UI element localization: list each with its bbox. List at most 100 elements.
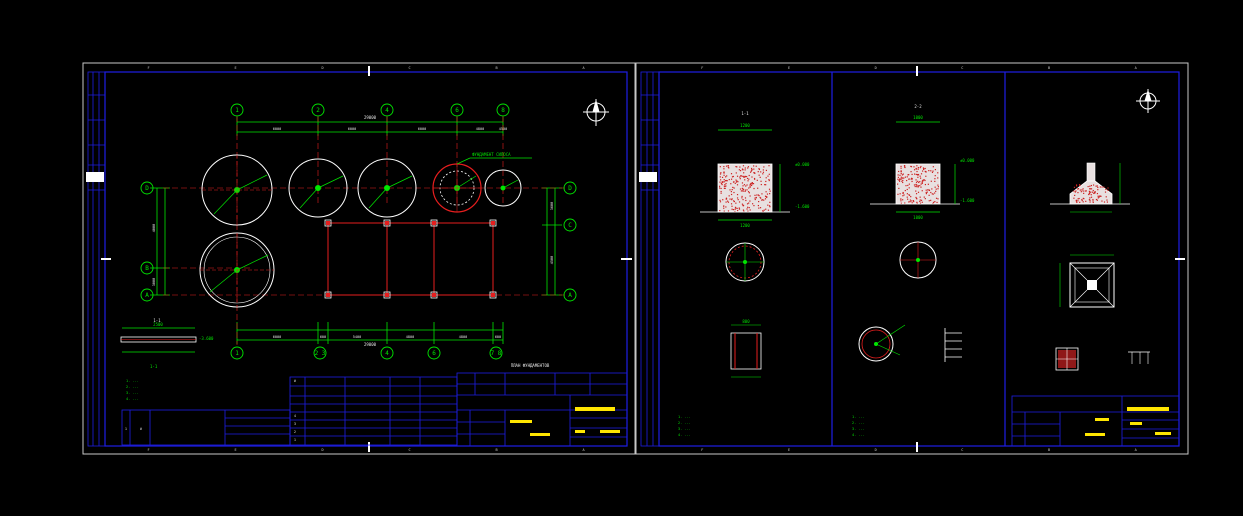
dim-label: 6000: [348, 127, 356, 131]
plan-dimension-bottom-total: 29000: [364, 342, 377, 347]
axis-bottom-circle: [313, 346, 327, 360]
dim-label: 3600: [550, 202, 554, 210]
panel-b-dim-top: 1000: [913, 115, 923, 120]
dim-label: 5400: [353, 335, 361, 339]
note-line: 1. ...: [852, 415, 865, 419]
border-letter: B: [495, 448, 497, 452]
dim-label: 6000: [418, 127, 426, 131]
silo-foundation-1: [201, 154, 273, 226]
note-line: 2. ...: [852, 421, 865, 425]
axis-left-label: A: [145, 292, 149, 299]
svg-text:1: 1: [125, 427, 127, 431]
border-letter: D: [321, 448, 323, 452]
specification-table-text: 1 # # 4 3 2 1: [125, 379, 296, 442]
note-line: 4. ...: [678, 433, 691, 437]
dim-label: 4000: [152, 224, 156, 232]
note-line: 1. ...: [678, 415, 691, 419]
axis-bottom-label: 2 3: [315, 350, 326, 357]
axis-right-circle: [563, 218, 577, 232]
axis-top-circle: [450, 103, 464, 117]
panel-b-elev-top: ±0.000: [960, 158, 975, 163]
axis-top-label: 8: [501, 107, 505, 114]
axis-bottom-circle: [230, 346, 244, 360]
sheet-2-title-block: [1011, 395, 1180, 447]
note-line: 1. ...: [126, 379, 139, 383]
section-1-1-label: 1-1: [153, 318, 161, 323]
panel-a-elev-bot: -1.600: [795, 204, 810, 209]
dim-label: 600: [495, 335, 501, 339]
dim-label: 600: [320, 335, 326, 339]
silo-foundation-6: [199, 232, 275, 308]
note-line: 4. ...: [852, 433, 865, 437]
axis-left-label: B: [145, 265, 149, 272]
sheet-2-binding-strip: [640, 71, 660, 447]
panel-a-dim-top: 1200: [740, 123, 750, 128]
border-letter: C: [408, 448, 410, 452]
border-letter: A: [1135, 448, 1138, 452]
axis-right-label: D: [568, 185, 572, 192]
note-line: 4. ...: [126, 397, 139, 401]
dim-label: 6000: [273, 127, 281, 131]
panel-b-label: 2-2: [914, 104, 922, 109]
dim-label: 4800: [406, 335, 414, 339]
axis-right-circle: [563, 181, 577, 195]
dim-label: 3000: [152, 278, 156, 286]
note-line: 2. ...: [126, 385, 139, 389]
silo-foundation-5: [484, 169, 522, 207]
panel-a-anchor-detail: 800: [730, 319, 762, 378]
axis-top-circle: [380, 103, 394, 117]
axis-top-label: 6: [455, 107, 459, 114]
axis-right-label: A: [568, 292, 572, 299]
border-letter: A: [582, 448, 585, 452]
axis-bubbles-left: D B A: [140, 181, 154, 302]
axis-top-label: 4: [385, 107, 389, 114]
north-arrow-2-icon: [1136, 89, 1160, 113]
plan-dimension-top-total: 29000: [364, 115, 377, 120]
panel-b-foundation-section: 1000 1000 ±0.000 -1.600 2-2: [870, 104, 975, 220]
dim-label: 4800: [459, 335, 467, 339]
plan-dimension-bottom-labels: 6000 600 5400 4800 4800 600: [273, 335, 501, 339]
sheet-1-title-block: [456, 372, 628, 447]
border-letter: B: [495, 66, 497, 70]
panel-a-elev-top: ±0.000: [795, 162, 810, 167]
sheet-2-outer-frame: [635, 62, 1189, 455]
svg-text:4: 4: [294, 414, 296, 418]
silo-foundation-2: [288, 158, 348, 218]
axis-top-circle: [496, 103, 510, 117]
border-letter: F: [701, 66, 703, 70]
note-line: 2. ...: [678, 421, 691, 425]
border-letter: A: [582, 66, 585, 70]
section-1-1-elev: -3.600: [199, 336, 214, 341]
axis-left-circle: [140, 181, 154, 195]
panel-b-notes: 1. ... 2. ... 3. ... 4. ...: [852, 415, 865, 437]
axis-left-label: D: [145, 185, 149, 192]
border-letter: E: [234, 66, 236, 70]
axis-top-circle: [311, 103, 325, 117]
svg-text:2: 2: [294, 430, 296, 434]
border-letter: D: [875, 66, 877, 70]
panel-b-plan-circle: [899, 241, 937, 279]
panel-b-detail-circle: [858, 324, 906, 362]
dim-label: 6000: [273, 335, 281, 339]
axis-bottom-circle: [489, 346, 503, 360]
panel-a-dim-bottom: 1200: [740, 223, 750, 228]
axis-right-label: C: [568, 222, 572, 229]
plan-dimension-left-labels: 4000 3000: [152, 224, 156, 286]
svg-text:1: 1: [294, 438, 296, 442]
panel-c-detail-box: [1055, 347, 1150, 371]
panel-a-detail-dim: 800: [742, 319, 750, 324]
note-line: 3. ...: [852, 427, 865, 431]
axis-bottom-circle: [380, 346, 394, 360]
border-letter: D: [875, 448, 877, 452]
sheet-1-stamp: [86, 172, 104, 182]
silo-foundation-3: [357, 158, 417, 218]
note-line: 3. ...: [126, 391, 139, 395]
panel-c-pedestal-section: [1050, 162, 1130, 213]
sheet-2-stamp: [639, 172, 657, 182]
silo-callout: ФУНДАМЕНТ СИЛОСА: [456, 152, 532, 165]
sheet-2-title-fills: [1085, 407, 1171, 436]
axis-top-circle: [230, 103, 244, 117]
axis-left-circle: [140, 288, 154, 302]
